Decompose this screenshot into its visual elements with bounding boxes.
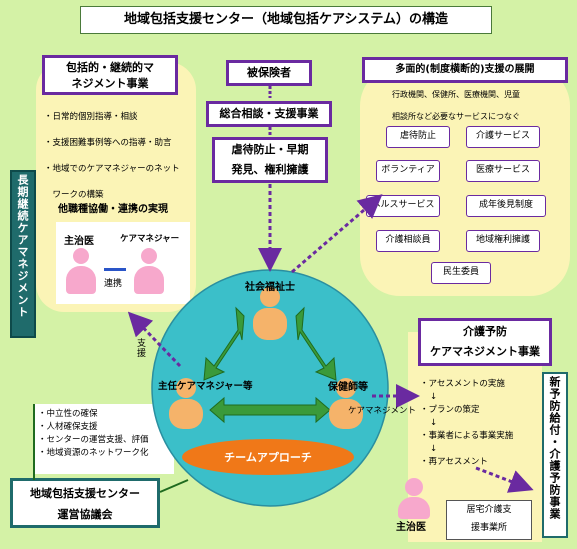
step-arrow: ↓: [430, 418, 438, 428]
list-item: ・地域でのケアマネジャーのネット: [44, 164, 180, 174]
tag-guardianship: 成年後見制度: [466, 195, 546, 217]
list-item: ・中立性の確保: [38, 409, 98, 419]
list-item: ・人材確保支援: [38, 422, 98, 432]
tag-welfare-commissioner: 民生委員: [431, 262, 491, 284]
abuse-line2: 発見、権利擁護: [231, 163, 309, 176]
step-item: ・プランの策定: [420, 405, 480, 415]
attending-doctor-label: 主治医: [396, 522, 426, 533]
office-line2: 援事業所: [470, 523, 507, 533]
care-management-label: ケアマネジメント: [348, 406, 417, 416]
chief-care-manager-figure: [169, 378, 203, 429]
left-panel-items: ・日常的個別指導・相談 ・支援困難事例等への指導・助言 ・地域でのケアマネジャー…: [44, 104, 194, 208]
step-item: ・再アセスメント: [420, 457, 488, 467]
attending-doctor-figure: [398, 478, 430, 519]
long-term-care-label: 長期継続ケアマネジメント: [16, 174, 29, 318]
tag-abuse-prevention: 虐待防止: [386, 126, 450, 148]
care-manager-figure: [134, 248, 164, 294]
green-arrow-left: [203, 306, 245, 381]
abuse-line1: 虐待防止・早期: [231, 143, 309, 156]
social-worker-label: 社会福祉士: [245, 282, 295, 293]
chief-care-manager-label: 主任ケアマネジャー等: [158, 381, 253, 392]
council-line2: 運営協議会: [57, 508, 113, 521]
list-item: ・地域資源のネットワーク化: [38, 448, 149, 458]
tag-care-counselor: 介護相談員: [376, 230, 440, 252]
prevention-heading: 介護予防 ケアマネジメント事業: [418, 318, 552, 366]
insured-box: 被保険者: [226, 60, 312, 86]
abuse-prevention-box: 虐待防止・早期 発見、権利擁護: [212, 137, 328, 183]
team-approach-label: チームアプローチ: [224, 451, 312, 464]
tag-medical-service: 医療サービス: [466, 160, 540, 182]
support-label: 支援: [135, 338, 145, 358]
right-panel-heading: 多面的(制度横断的)支援の展開: [362, 57, 568, 83]
right-panel-text: 行政機関、保健所、医療機関、児童 相談所など必要なサービスにつなぐ: [392, 84, 567, 128]
link-label: 連携: [104, 279, 123, 289]
collaboration-subheading: 他職種協働・連携の実現: [58, 204, 168, 215]
page-title: 地域包括支援センター（地域包括ケアシステム）の構造: [80, 6, 492, 34]
step-item: ・事業者による事業実施: [420, 431, 514, 441]
arrow-to-left-panel: [127, 311, 182, 368]
step-arrow: ↓: [430, 444, 438, 454]
prevention-heading-line2: ケアマネジメント事業: [430, 345, 540, 358]
prevention-steps: ・アセスメントの実施 ↓ ・プランの策定 ↓ ・事業者による事業実施 ↓ ・再ア…: [420, 378, 540, 469]
doctor-label: 主治医: [64, 236, 94, 247]
bottom-left-items: ・中立性の確保 ・人材確保支援 ・センターの運営支援、評価 ・地域資源のネットワ…: [38, 408, 178, 460]
nurse-label: 保健師等: [328, 382, 368, 393]
office-line1: 居宅介護支: [466, 505, 512, 515]
care-manager-label: ケアマネジャー: [120, 234, 180, 244]
right-text-line2: 相談所など必要なサービスにつなぐ: [392, 112, 520, 121]
doctor-figure: [66, 248, 96, 294]
social-worker-figure: [253, 287, 287, 340]
arrow-to-office: [475, 466, 534, 493]
prevention-heading-line1: 介護予防: [463, 325, 507, 338]
prevention-vertical-label: 新予防給付・介護予防事業: [548, 376, 561, 520]
tag-rights-advocacy: 地域権利擁護: [466, 230, 540, 252]
bottom-left-panel: [34, 404, 174, 474]
council-box: 地域包括支援センター 運営協議会: [10, 478, 160, 528]
list-item: ・日常的個別指導・相談: [44, 112, 138, 122]
team-approach-ellipse: [182, 439, 354, 475]
prevention-label-box: [542, 372, 568, 538]
list-item: ワークの構築: [44, 190, 104, 200]
council-line1: 地域包括支援センター: [30, 487, 140, 500]
link-line: [104, 268, 126, 271]
right-text-line1: 行政機関、保健所、医療機関、児童: [392, 90, 520, 99]
home-care-office-box: 居宅介護支 援事業所: [446, 500, 532, 540]
list-item: ・センターの運営支援、評価: [38, 435, 149, 445]
tag-volunteer: ボランティア: [376, 160, 440, 182]
green-arrow-right: [295, 306, 337, 381]
long-term-label-box: [10, 170, 36, 338]
left-heading-line2: ネジメント事業: [71, 77, 149, 90]
left-panel-heading: 包括的・継続的マ ネジメント事業: [42, 55, 178, 95]
consultation-box: 総合相談・支援事業: [206, 101, 332, 127]
step-item: ・アセスメントの実施: [420, 379, 505, 389]
council-connector: [159, 479, 189, 493]
step-arrow: ↓: [430, 392, 438, 402]
list-item: ・支援困難事例等への指導・助言: [44, 138, 172, 148]
arrow-to-right-panel: [291, 194, 383, 274]
left-heading-line1: 包括的・継続的マ: [66, 61, 154, 74]
nurse-figure: [329, 378, 363, 429]
tag-care-service: 介護サービス: [466, 126, 540, 148]
